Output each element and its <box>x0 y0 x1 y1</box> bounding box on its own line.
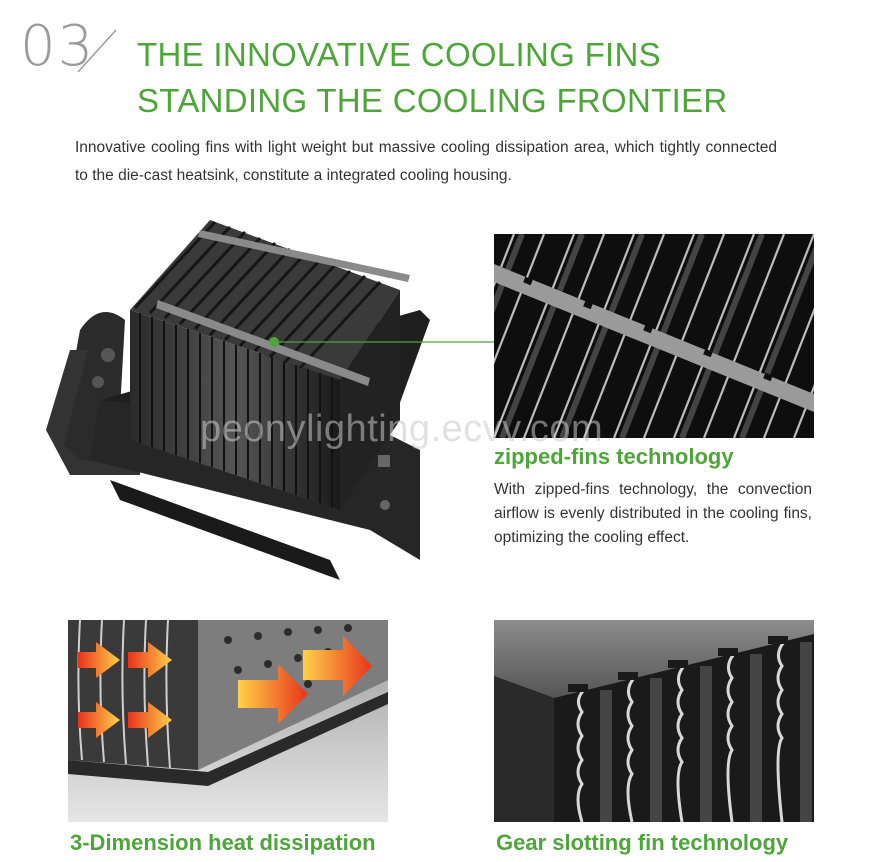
heat-dissipation-title: 3-Dimension heat dissipation <box>70 830 376 855</box>
slash-decoration <box>77 29 117 73</box>
watermark-text: peonylighting.ecvv.com <box>200 408 604 450</box>
zipped-fins-image <box>494 234 814 438</box>
intro-paragraph: Innovative cooling fins with light weigh… <box>75 139 777 184</box>
callout-line <box>269 337 498 347</box>
zipped-fins-description: With zipped-fins technology, the convect… <box>494 481 812 546</box>
gear-slotting-image <box>494 620 814 822</box>
gear-slotting-title: Gear slotting fin technology <box>496 830 789 855</box>
heat-dissipation-image <box>68 620 388 822</box>
title-line-2: STANDING THE COOLING FRONTIER <box>137 82 728 119</box>
title-line-1: THE INNOVATIVE COOLING FINS <box>137 36 661 73</box>
floodlight-product-image <box>40 200 460 590</box>
page-title: THE INNOVATIVE COOLING FINS STANDING THE… <box>137 32 728 124</box>
zipped-fins-title: zipped-fins technology <box>494 444 734 469</box>
